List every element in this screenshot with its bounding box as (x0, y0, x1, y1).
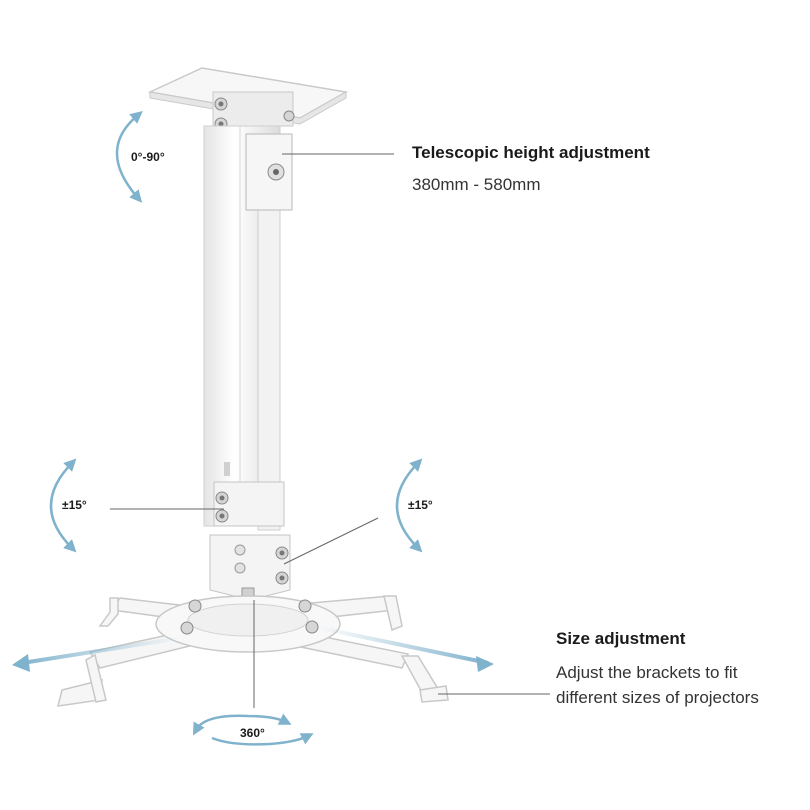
size-adjustment-line2: different sizes of projectors (556, 688, 759, 707)
height-clamp (245, 133, 293, 211)
size-arrowhead-left (12, 654, 30, 672)
leader-lines (110, 153, 550, 708)
size-adjustment-line1: Adjust the brackets to fit (556, 663, 738, 682)
tilt-right-arrow (395, 458, 423, 553)
rotation-arrow-lower (211, 733, 314, 746)
ceiling-plate (147, 67, 349, 127)
rotation-label: 360° (240, 726, 265, 740)
height-adjustment-title: Telescopic height adjustment (412, 143, 650, 162)
size-arrow-left (15, 636, 181, 666)
size-arrowhead-right (476, 656, 494, 672)
adjustment-arrows (12, 110, 494, 746)
size-arrow-right (319, 626, 489, 665)
lower-tilt-joint (209, 481, 291, 605)
rotating-plate (155, 595, 341, 653)
tilt-left-label: ±15° (62, 498, 87, 512)
size-adjustment-title: Size adjustment (556, 629, 686, 648)
tilt-top-arrow (115, 110, 143, 203)
height-adjustment-range: 380mm - 580mm (412, 175, 541, 194)
tilt-right-label: ±15° (408, 498, 433, 512)
rotation-arrow-upper (192, 713, 292, 736)
tilt-top-label: 0°-90° (131, 150, 165, 164)
tilt-left-arrow (49, 458, 77, 553)
